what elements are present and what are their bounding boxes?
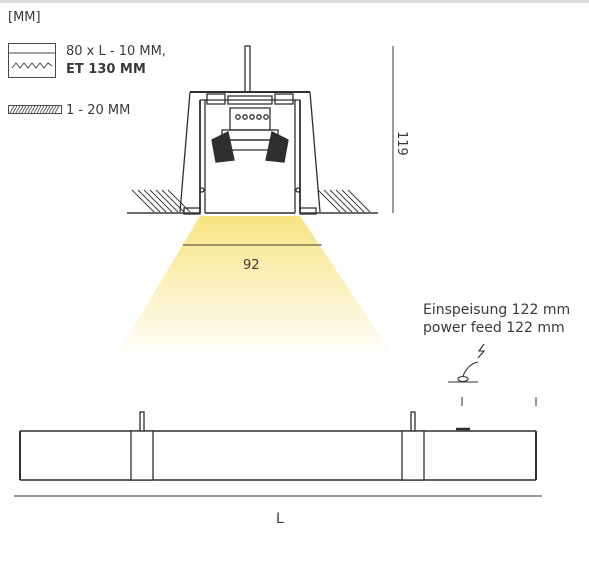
light-beam <box>115 216 395 358</box>
ceiling-cutout-alt-text: ET 130 MM <box>66 62 146 77</box>
top-divider <box>0 0 589 3</box>
power-feed-label-en: power feed 122 mm <box>423 320 565 336</box>
power-feed-markers <box>461 397 537 406</box>
unit-label: [MM] <box>8 10 41 25</box>
ceiling-right <box>300 189 378 214</box>
height-dimension-label: 119 <box>394 131 409 156</box>
power-feed-icon <box>448 343 486 383</box>
side-view-luminaire <box>19 411 537 481</box>
ceiling-cutout-text: 80 x L - 10 MM, <box>66 44 166 59</box>
cross-section-luminaire <box>179 45 321 215</box>
ceiling-thickness-hatch-icon <box>8 105 62 114</box>
length-dimension-label: L <box>276 511 284 527</box>
ceiling-thickness-text: 1 - 20 MM <box>66 103 131 118</box>
power-feed-label-de: Einspeisung 122 mm <box>423 302 571 318</box>
ceiling-left <box>127 189 200 214</box>
ceiling-cutout-icon <box>8 43 56 78</box>
width-dimension-label: 92 <box>243 258 260 273</box>
